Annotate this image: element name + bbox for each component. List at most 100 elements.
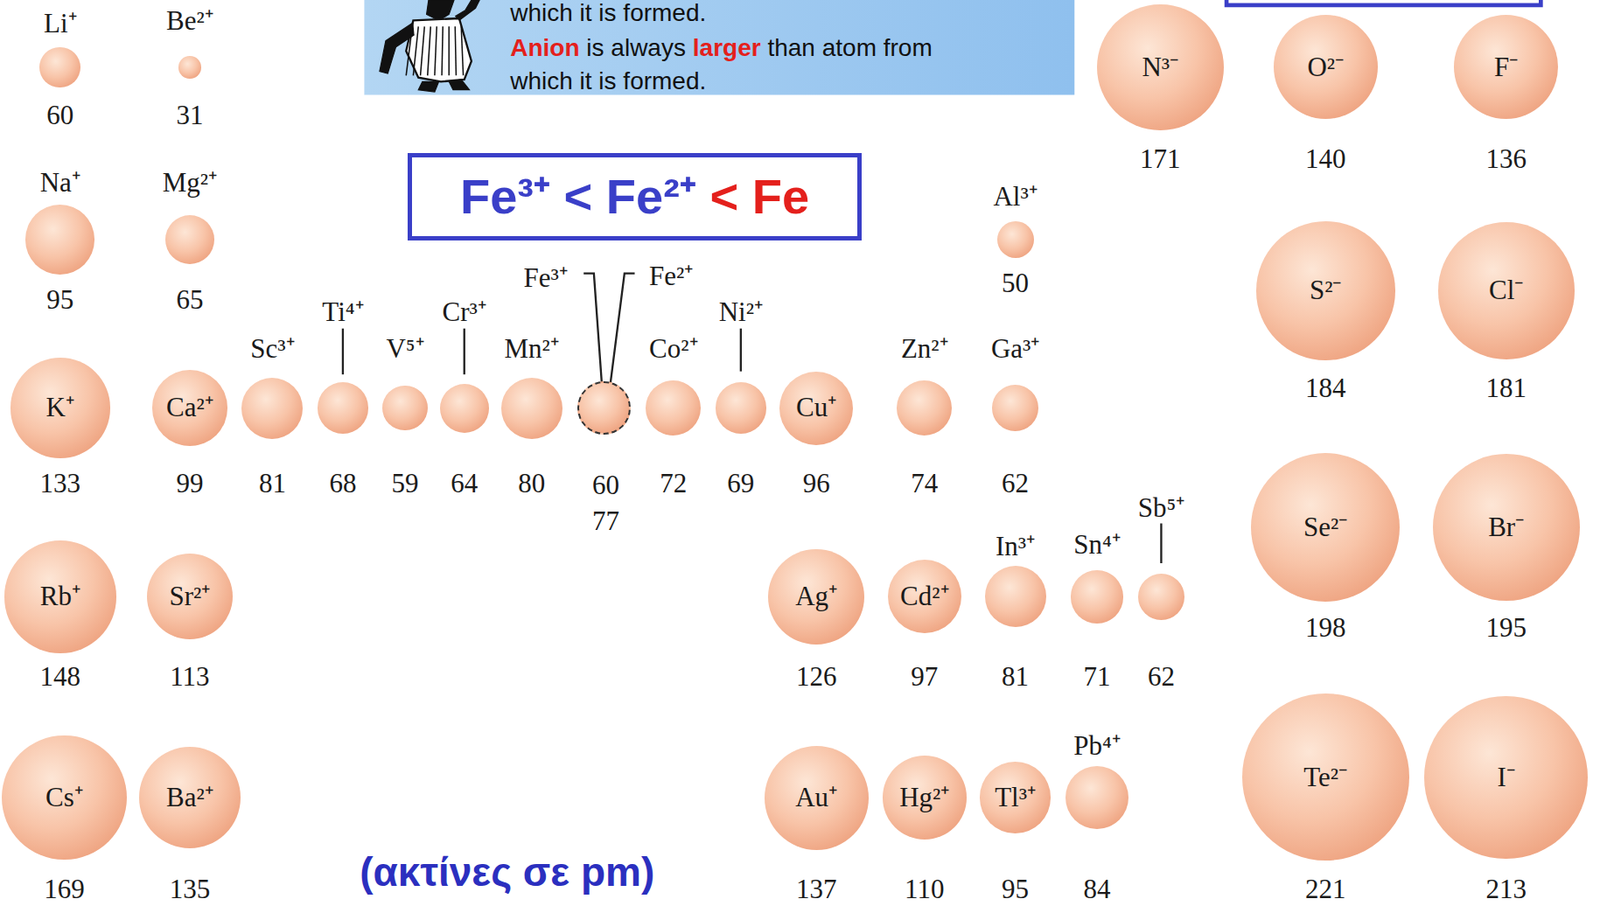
ion-label: Rb⁺ — [40, 582, 81, 610]
radius-value: 68 — [328, 468, 357, 497]
radius-value: 69 — [726, 468, 755, 497]
radius-value: 84 — [1082, 874, 1111, 902]
title-text: Fe³⁺ < Fe²⁺ — [460, 172, 697, 222]
ion-label: In³⁺ — [995, 532, 1035, 560]
ion-circle: Cs⁺169 — [1, 735, 126, 860]
ion-circle: Al³⁺50 — [997, 221, 1035, 259]
ion-circle: Li⁺60 — [39, 47, 81, 89]
ion-circle: Ga³⁺62 — [992, 384, 1040, 433]
ion-label: Pb⁴⁺ — [1073, 731, 1121, 759]
callout-text: which it is formed. — [510, 0, 706, 27]
radius-value: 171 — [1139, 144, 1181, 172]
ion-circle: Cd²⁺97 — [887, 559, 962, 634]
ion-label: Tl³⁺ — [994, 782, 1036, 811]
radius-value: 169 — [43, 874, 85, 902]
ion-label: Ag⁺ — [795, 582, 838, 610]
ion-circle: Na⁺95 — [25, 204, 95, 274]
radius-value: 31 — [175, 100, 203, 128]
ion-label: S²⁻ — [1309, 276, 1342, 304]
radius-value: 72 — [659, 468, 687, 497]
ion-label: N³⁻ — [1141, 52, 1179, 80]
radius-value: 60 — [592, 470, 620, 498]
radius-value: 95 — [46, 285, 74, 313]
callout-ground — [363, 0, 1075, 96]
radius-value: 195 — [1485, 614, 1527, 642]
ion-circle: In³⁺81 — [985, 565, 1047, 628]
radius-value: 110 — [904, 874, 944, 902]
ion-circle: Sr²⁺113 — [146, 553, 233, 640]
ion-circle: Mg²⁺65 — [165, 215, 215, 265]
radius-value: 221 — [1305, 874, 1347, 902]
ion-circle: Be²⁺31 — [178, 55, 202, 79]
ion-circle: Ca²⁺99 — [152, 370, 228, 446]
ion-circle: Ba²⁺135 — [139, 747, 242, 850]
callout-box: which it is formed.Anionis alwayslargert… — [363, 0, 1075, 95]
ion-circle: Ni²⁺69 — [715, 382, 767, 434]
ion-label: Ga³⁺ — [991, 334, 1040, 362]
ion-circle: V⁵⁺59 — [382, 385, 427, 431]
ion-label: Cr³⁺ — [442, 297, 487, 325]
title-box: Fe³⁺ < Fe²⁺< Fe — [407, 153, 862, 241]
ion-circle: Cu⁺96 — [779, 371, 853, 446]
ion-label: Zn²⁺ — [901, 334, 949, 362]
callout-text: than atom from — [767, 34, 932, 62]
radius-value: 97 — [910, 663, 938, 691]
leader-lines — [342, 273, 1161, 564]
ion-circle: Cl⁻181 — [1438, 222, 1575, 359]
radius-value: 64 — [450, 468, 478, 497]
ion-label: Co²⁺ — [649, 334, 698, 362]
callout-line: which it is formed. — [510, 0, 706, 26]
ion-circle: Tl³⁺95 — [979, 761, 1052, 834]
radius-value: 136 — [1485, 144, 1527, 172]
ion-circle: Sn⁴⁺71 — [1070, 570, 1125, 624]
ion-circle: Cr³⁺64 — [440, 384, 490, 434]
ion-label: Be²⁺ — [166, 6, 214, 35]
ion-label: Sb⁵⁺ — [1138, 493, 1186, 521]
ion-label: Mg²⁺ — [162, 167, 217, 196]
radius-value: 184 — [1305, 374, 1347, 402]
ion-circle: Pb⁴⁺84 — [1065, 766, 1129, 830]
radius-value: 74 — [910, 468, 938, 497]
ion-circle: Br⁻195 — [1432, 454, 1580, 601]
ion-label: Al³⁺ — [992, 181, 1037, 210]
radius-value: 80 — [517, 468, 545, 497]
ion-label: V⁵⁺ — [385, 334, 424, 362]
radius-value: 99 — [175, 468, 203, 497]
ion-circle: Sc³⁺81 — [241, 377, 303, 440]
ion-label: Sn⁴⁺ — [1073, 530, 1121, 558]
ion-circle: F⁻136 — [1453, 14, 1559, 119]
ion-label: Mn²⁺ — [504, 334, 559, 362]
ion-label: I⁻ — [1497, 762, 1516, 790]
radius-value: 77 — [592, 506, 620, 534]
ion-label: Fe²⁺ — [649, 261, 693, 289]
caption: (ακτίνες σε pm) — [359, 848, 655, 896]
radius-value: 81 — [258, 468, 287, 497]
ion-label: Cd²⁺ — [900, 582, 949, 610]
ion-circle: Zn²⁺74 — [896, 380, 952, 436]
radius-value: 95 — [1001, 874, 1029, 902]
callout-text: larger — [692, 34, 762, 62]
partial-box — [1226, 0, 1541, 6]
ion-circle: N³⁻171 — [1096, 4, 1224, 132]
ion-circle: Co²⁺72 — [645, 380, 701, 436]
radius-value: 198 — [1305, 614, 1347, 642]
ion-label: Cu⁺ — [796, 393, 837, 421]
ion-label: Li⁺ — [43, 8, 77, 36]
radius-value: 62 — [1147, 663, 1175, 691]
ion-circle: O²⁻140 — [1273, 14, 1378, 119]
ion-circle: S²⁻184 — [1256, 221, 1396, 361]
radius-value: 96 — [803, 468, 831, 497]
callout-text: Anion — [510, 34, 580, 62]
radius-value: 137 — [796, 874, 838, 902]
ion-label: Ba²⁺ — [166, 783, 214, 811]
radius-value: 148 — [40, 663, 82, 691]
radius-value: 113 — [169, 663, 210, 691]
ion-label: K⁺ — [46, 393, 75, 421]
ion-label: Ti⁴⁺ — [321, 297, 364, 325]
title-text: < Fe — [709, 172, 810, 222]
ion-circle: Mn²⁺80 — [501, 377, 563, 440]
ion-circle: Ag⁺126 — [768, 549, 865, 646]
ion-circle: Hg²⁺110 — [882, 755, 967, 840]
ion-circle: Rb⁺148 — [4, 540, 117, 653]
ion-circle: K⁺133 — [10, 357, 111, 458]
